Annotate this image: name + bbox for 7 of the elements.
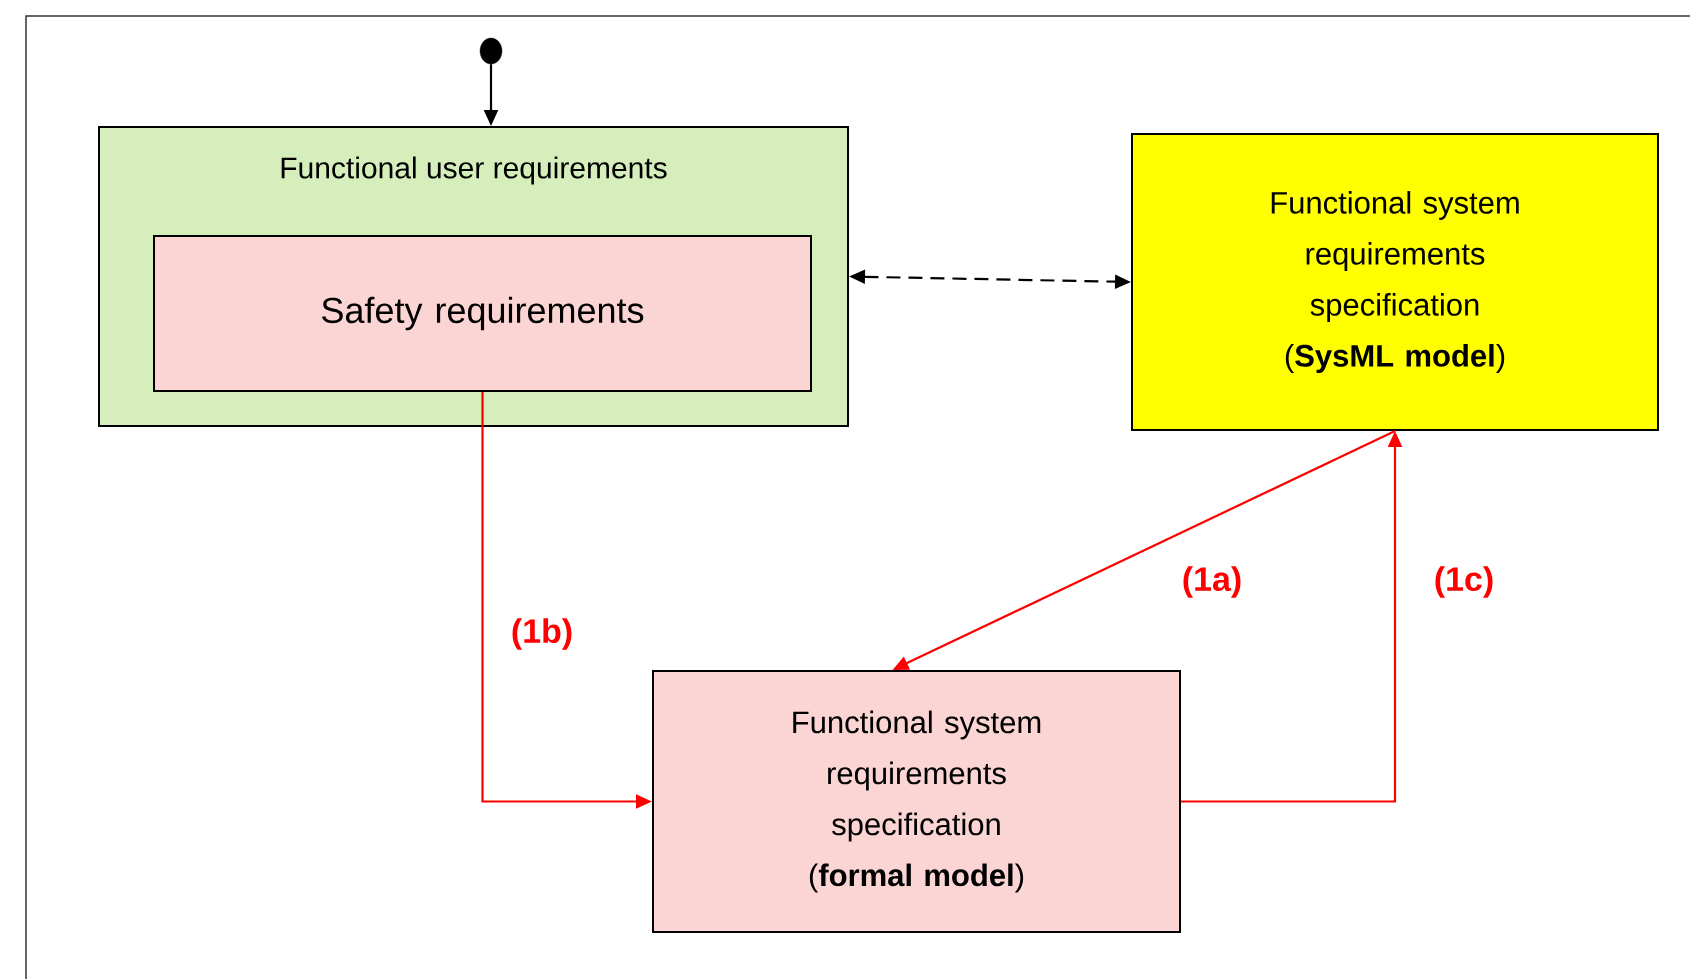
edge-label: (1c) <box>1435 566 1493 598</box>
specification-box: Functional system requirements specification (SysML model) <box>1131 133 1659 431</box>
edge-label: (1b) <box>512 618 572 650</box>
edge-label: (1a) <box>1183 566 1241 598</box>
start-dot <box>479 37 503 65</box>
specification-box: Functional system requirements specification (formal model) <box>652 670 1181 933</box>
requirements-box: Safety requirements <box>153 235 812 392</box>
